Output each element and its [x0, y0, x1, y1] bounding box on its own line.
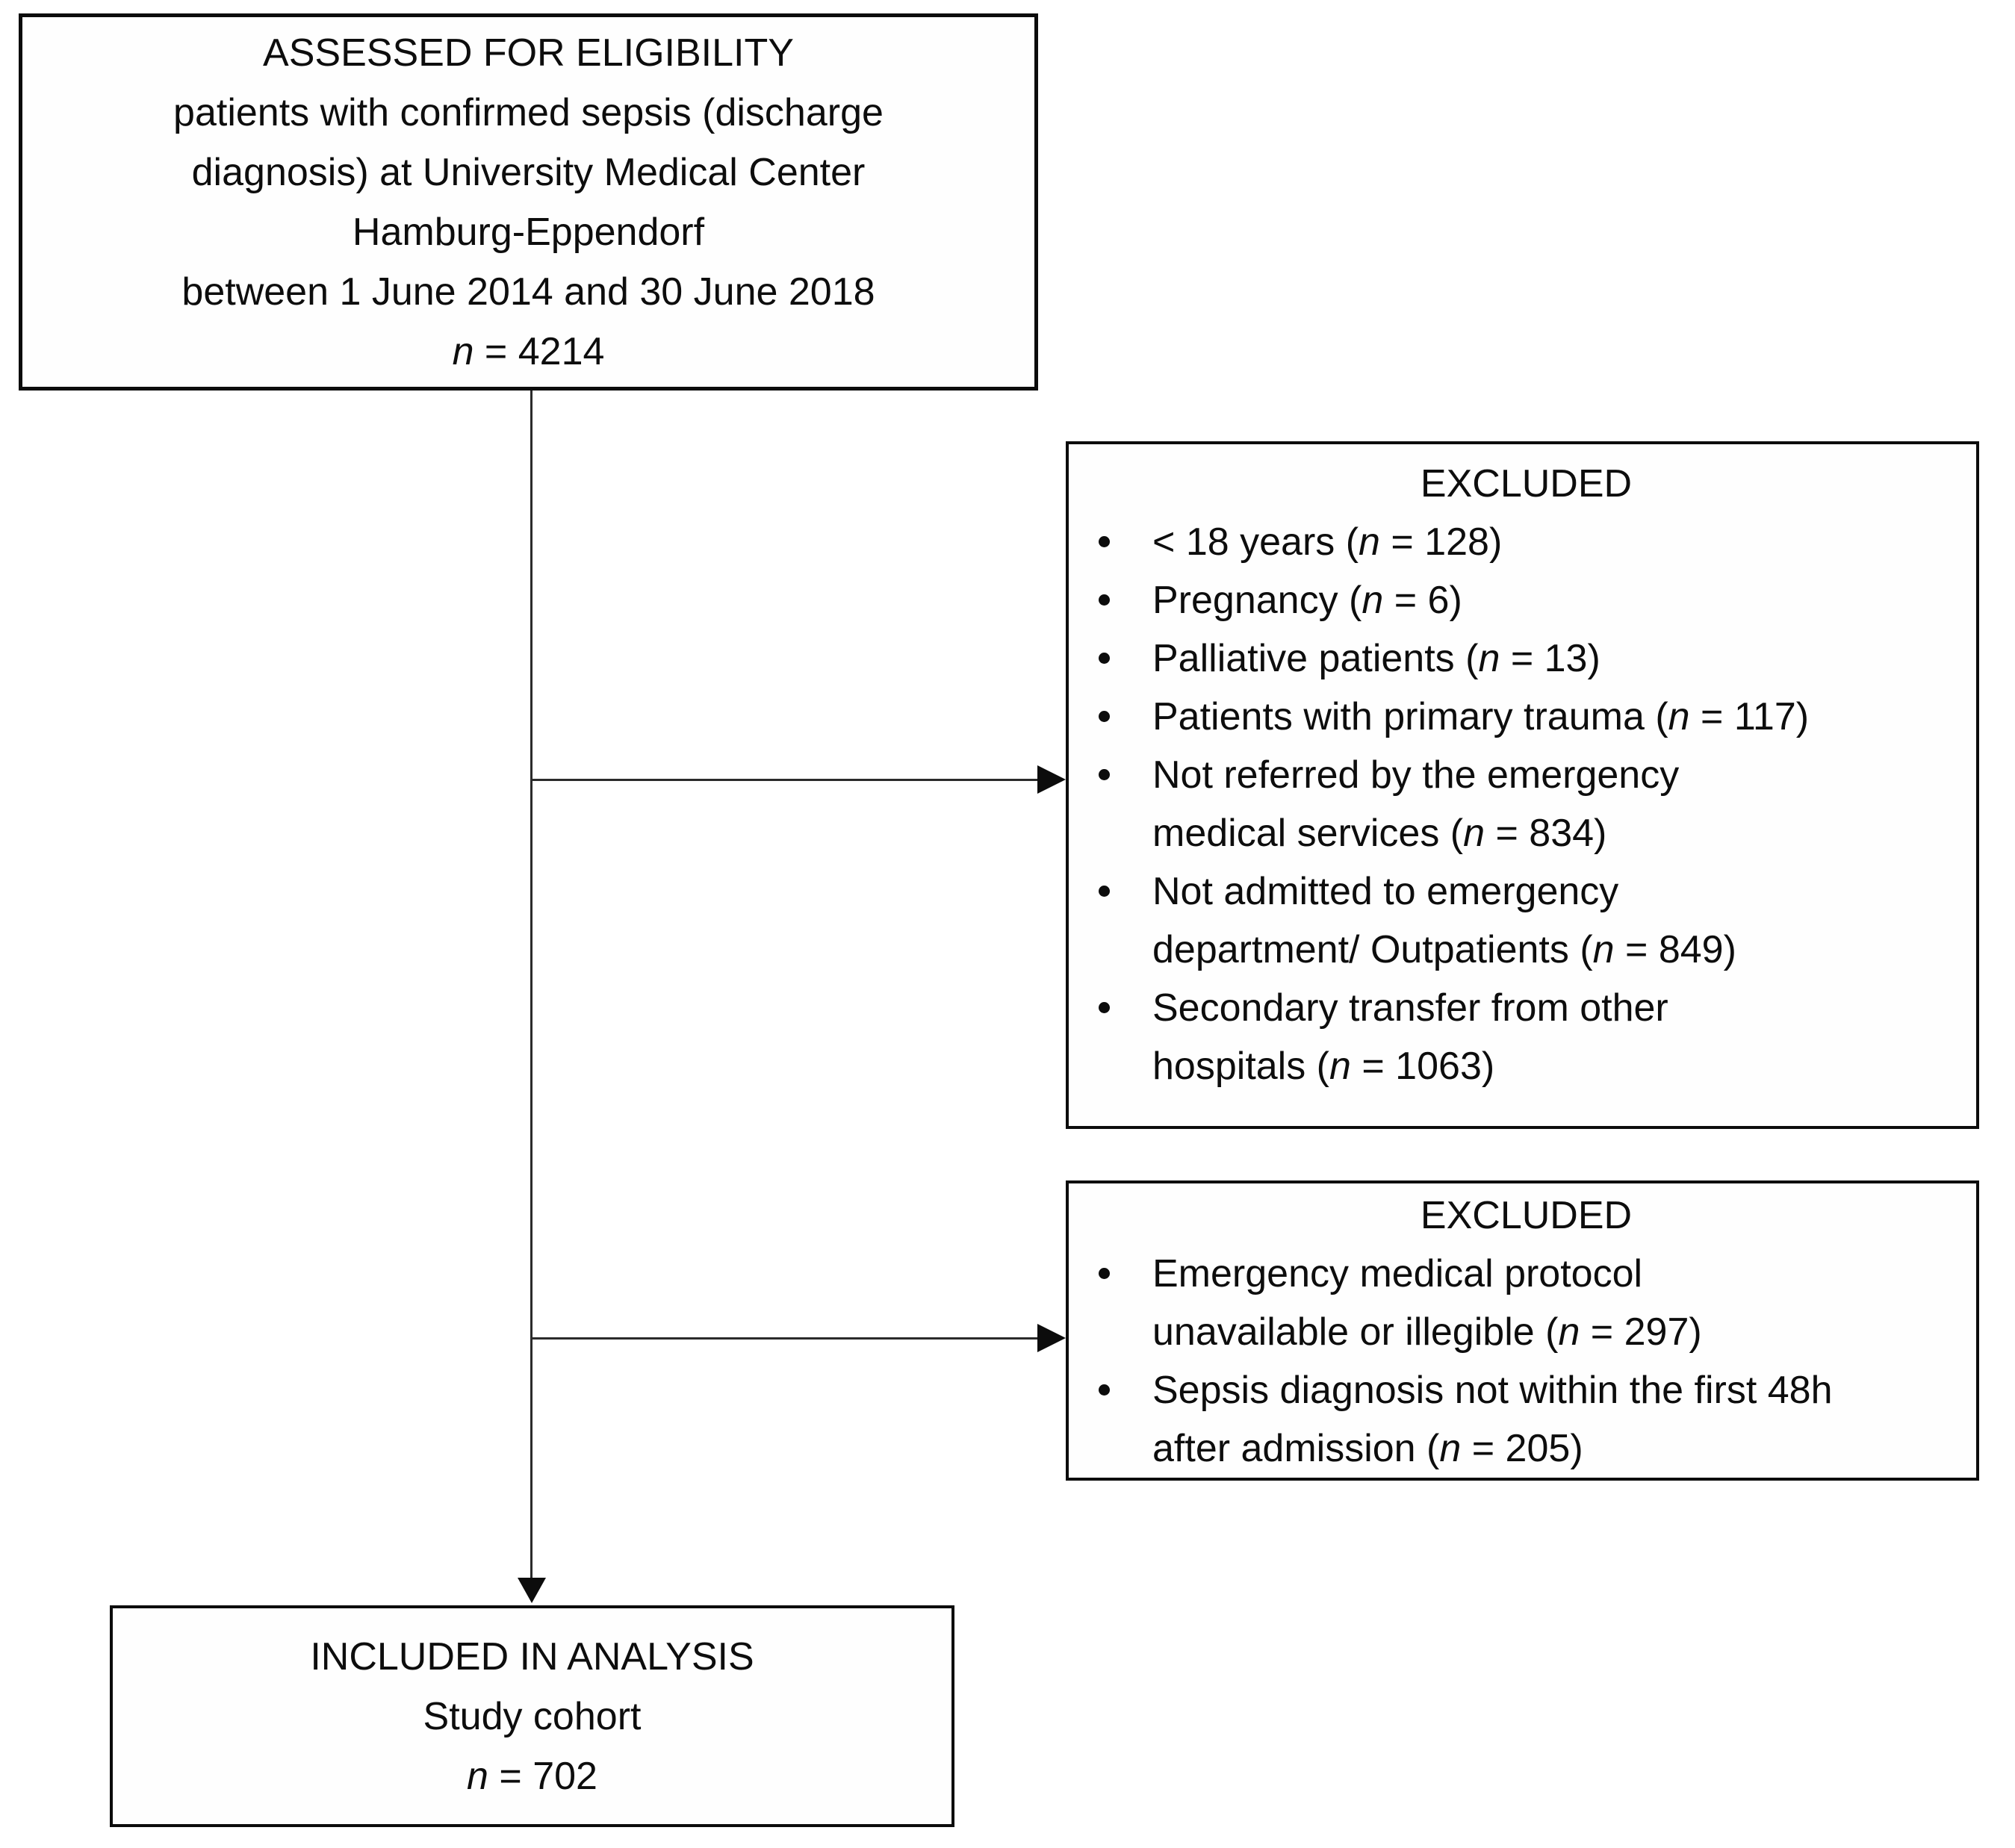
- included-title: INCLUDED IN ANALYSIS: [310, 1634, 754, 1679]
- excluded-1-item: Pregnancy (n = 6): [1099, 571, 1954, 629]
- excluded-1-title: EXCLUDED: [1420, 462, 1633, 505]
- assessed-line: Hamburg-Eppendorf: [352, 210, 705, 254]
- arrow-down-icon: [518, 1578, 546, 1603]
- bullet-icon: [1099, 629, 1117, 664]
- assessed-box: ASSESSED FOR ELIGIBILITY patients with c…: [19, 13, 1038, 391]
- excluded-2-title: EXCLUDED: [1420, 1194, 1633, 1237]
- arrow-right-icon: [1037, 1324, 1066, 1352]
- included-n-count: n = 702: [467, 1754, 597, 1798]
- excluded-1-item: Patients with primary trauma (n = 117): [1099, 688, 1954, 746]
- bullet-icon: [1099, 862, 1117, 897]
- bullet-icon: [1099, 571, 1117, 606]
- bullet-icon: [1099, 1245, 1117, 1279]
- assessed-line: diagnosis) at University Medical Center: [191, 150, 866, 194]
- included-subtitle: Study cohort: [423, 1694, 642, 1738]
- assessed-title: ASSESSED FOR ELIGIBILITY: [263, 31, 794, 75]
- bullet-icon: [1099, 688, 1117, 722]
- connector-to-excluded-2: [531, 1337, 1039, 1340]
- bullet-icon: [1099, 513, 1117, 547]
- bullet-icon: [1099, 1361, 1117, 1396]
- excluded-1-item: Palliative patients (n = 13): [1099, 629, 1954, 688]
- excluded-1-item: < 18 years (n = 128): [1099, 513, 1954, 571]
- excluded-2-item: Sepsis diagnosis not within the first 48…: [1099, 1361, 1954, 1478]
- assessed-line: patients with confirmed sepsis (discharg…: [173, 90, 884, 134]
- assessed-line: between 1 June 2014 and 30 June 2018: [181, 270, 875, 314]
- connector-to-excluded-1: [531, 779, 1039, 781]
- arrow-right-icon: [1037, 765, 1066, 794]
- connector-vertical-line: [530, 391, 533, 1579]
- bullet-icon: [1099, 979, 1117, 1013]
- included-box: INCLUDED IN ANALYSIS Study cohort n = 70…: [110, 1605, 954, 1827]
- assessed-n-count: n = 4214: [452, 329, 605, 373]
- excluded-box-1: EXCLUDED < 18 years (n = 128) Pregnancy …: [1066, 441, 1979, 1129]
- bullet-icon: [1099, 746, 1117, 780]
